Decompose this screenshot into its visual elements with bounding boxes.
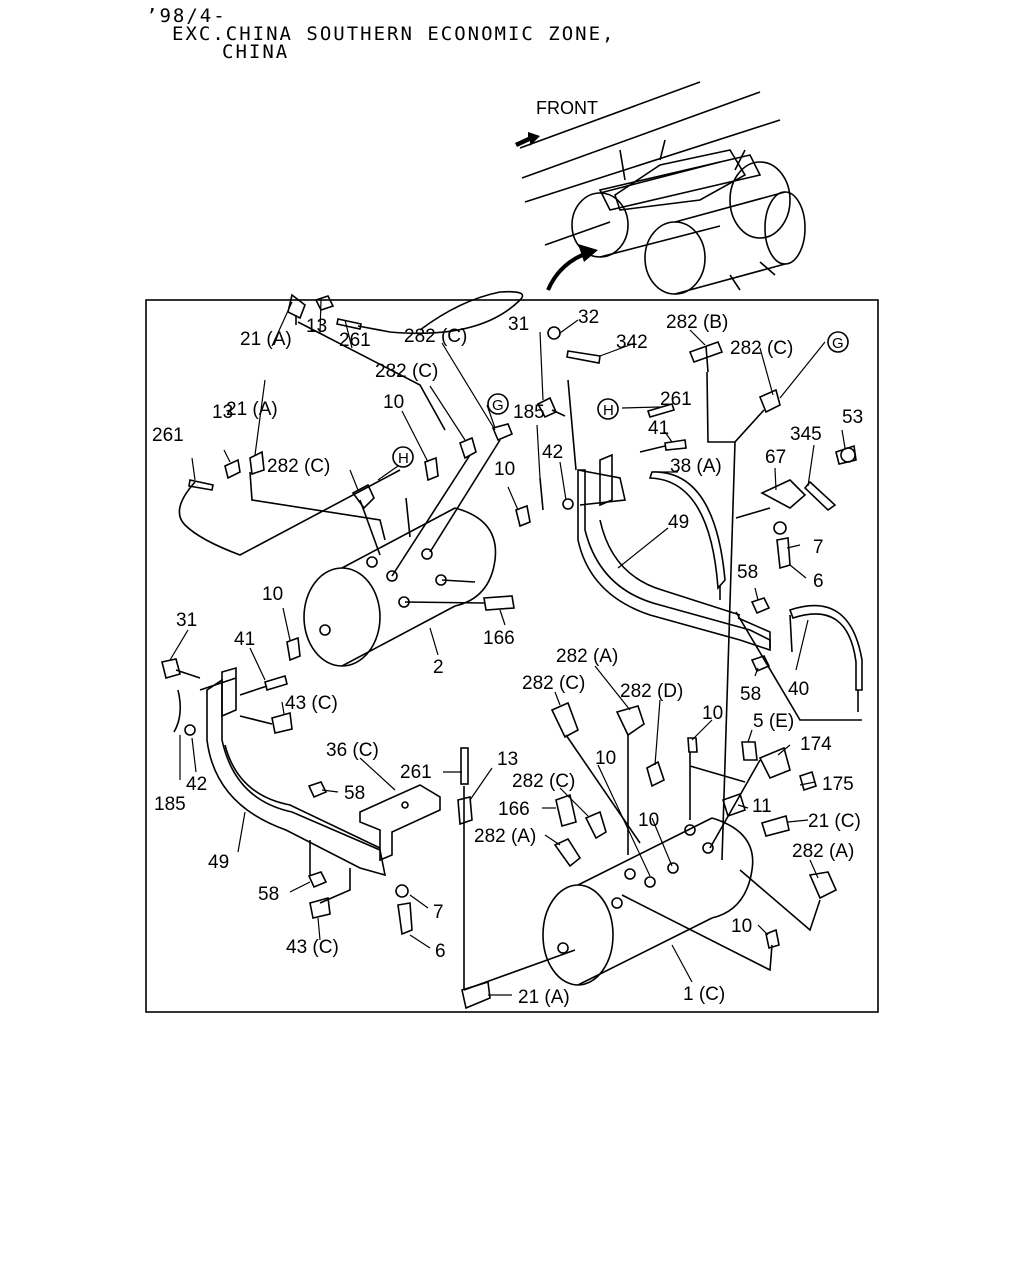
date-code: ’98/4-	[146, 5, 227, 27]
callout-label: 10	[731, 916, 752, 937]
callout-label: 21 (A)	[518, 987, 570, 1008]
callout-label: 13	[212, 402, 233, 423]
callout-label: 174	[800, 734, 832, 755]
callout-label: 41	[234, 629, 255, 650]
callout-label: 261	[152, 425, 184, 446]
callout-label: 10	[494, 459, 515, 480]
callout-label: 7	[433, 902, 444, 923]
callout-label: 49	[668, 512, 689, 533]
marker-g-mid: G	[492, 397, 504, 414]
air-pipe-routing	[178, 290, 862, 991]
callout-label: 21 (C)	[808, 811, 861, 832]
callout-label: 6	[435, 941, 446, 962]
callout-label: 166	[498, 799, 530, 820]
callout-label: 13	[497, 749, 518, 770]
band-40	[788, 604, 863, 691]
marker-h-left: H	[398, 450, 409, 467]
marker-g-right-icon	[827, 331, 849, 353]
marker-h-left-icon	[392, 446, 414, 468]
callout-labels: 21 (A) 13 261 282 (C) 31 32 342 282 (B) …	[152, 307, 863, 1008]
callout-label: 58	[344, 783, 365, 804]
callout-label: 43 (C)	[286, 937, 339, 958]
callout-label: 261	[339, 330, 371, 351]
callout-label: 42	[542, 442, 563, 463]
callout-label: 282 (D)	[620, 681, 683, 702]
band-38a	[648, 471, 726, 590]
callout-label: 282 (C)	[404, 326, 467, 347]
callout-label: 282 (C)	[512, 771, 575, 792]
callout-label: 7	[813, 537, 824, 558]
callout-label: 10	[702, 703, 723, 724]
applicability-line-2: CHINA	[222, 41, 290, 63]
air-tank-2	[303, 507, 497, 667]
bracket-49-left	[206, 666, 387, 877]
callout-label: 282 (B)	[666, 312, 728, 333]
callout-label: 261	[660, 389, 692, 410]
callout-label: 36 (C)	[326, 740, 379, 761]
callout-label: 42	[186, 774, 207, 795]
callout-label: 6	[813, 571, 824, 592]
marker-g-mid-icon	[487, 393, 509, 415]
callout-label: 185	[154, 794, 186, 815]
air-tank-1c	[542, 817, 754, 986]
callout-label: 175	[822, 774, 854, 795]
bracket-36c	[359, 784, 441, 862]
callout-label: 53	[842, 407, 863, 428]
marker-g-right: G	[832, 335, 844, 352]
callout-label: 31	[508, 314, 529, 335]
diagram-frame	[145, 299, 879, 1013]
callout-label: 58	[258, 884, 279, 905]
callout-label: 43 (C)	[285, 693, 338, 714]
callout-label: 67	[765, 447, 786, 468]
callout-label: 10	[595, 748, 616, 769]
overview-illustration: FRONT	[515, 81, 806, 295]
callout-label: 282 (A)	[474, 826, 536, 847]
callout-label: 58	[740, 684, 761, 705]
callout-label: 1 (C)	[683, 984, 725, 1005]
leader-lines	[169, 299, 846, 996]
callout-label: 21 (A)	[226, 399, 278, 420]
callout-label: 10	[383, 392, 404, 413]
callout-label: 32	[578, 307, 599, 328]
callout-label: 282 (A)	[792, 841, 854, 862]
callout-label: 345	[790, 424, 822, 445]
callout-label: 2	[433, 657, 444, 678]
callout-label: 185	[513, 402, 545, 423]
callout-label: 282 (A)	[556, 646, 618, 667]
bracket-49-right	[577, 453, 771, 652]
callout-label: 10	[638, 810, 659, 831]
front-label: FRONT	[536, 98, 598, 118]
marker-h-mid: H	[603, 402, 614, 419]
callout-label: 282 (C)	[267, 456, 330, 477]
callout-label: 11	[752, 796, 772, 817]
callout-label: 49	[208, 852, 229, 873]
callout-label: 261	[400, 762, 432, 783]
callout-label: 282 (C)	[730, 338, 793, 359]
callout-label: 5 (E)	[753, 711, 794, 732]
front-arrow-icon	[515, 132, 540, 147]
marker-h-mid-icon	[597, 398, 619, 420]
callout-label: 21 (A)	[240, 329, 292, 350]
callout-label: 342	[616, 332, 648, 353]
callout-label: 31	[176, 610, 197, 631]
callout-label: 41	[648, 418, 669, 439]
bracket-67	[760, 479, 807, 509]
applicability-line-1: EXC.CHINA SOUTHERN ECONOMIC ZONE,	[172, 23, 616, 45]
callout-label: 282 (C)	[375, 361, 438, 382]
callout-label: 58	[737, 562, 758, 583]
callout-label: 282 (C)	[522, 673, 585, 694]
callout-label: 166	[483, 628, 515, 649]
callout-label: 40	[788, 679, 809, 700]
callout-label: 38 (A)	[670, 456, 722, 477]
callout-label: 10	[262, 584, 283, 605]
callout-label: 13	[306, 316, 327, 337]
